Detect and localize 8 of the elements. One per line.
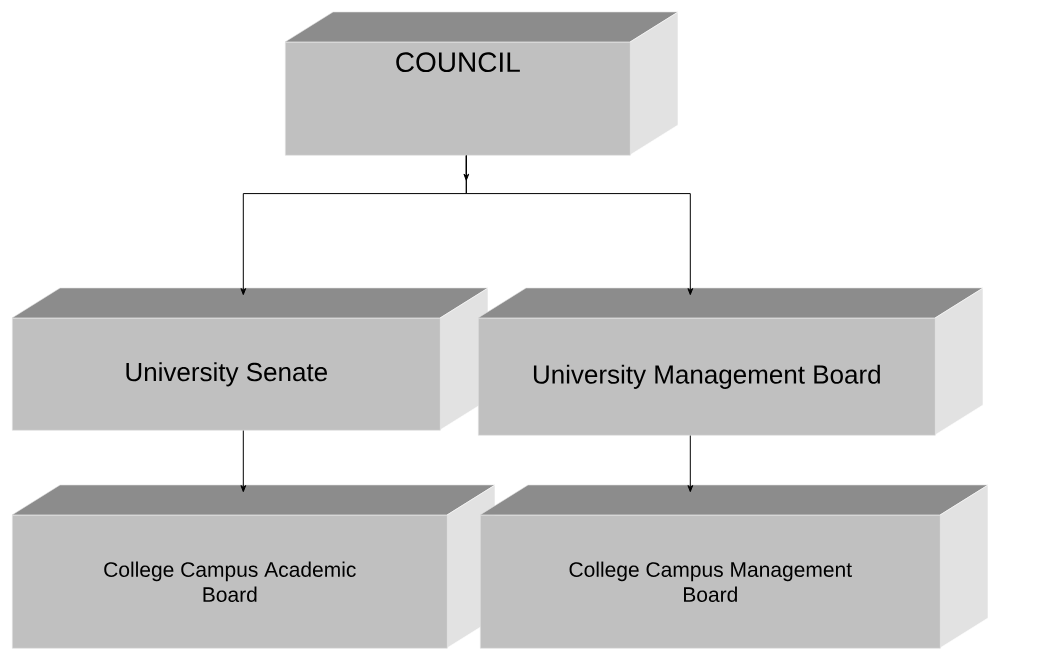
- arrow: [465, 155, 694, 296]
- box-3d: University Management Board: [477, 287, 984, 436]
- arrow: [240, 430, 247, 493]
- box-3d: University Senate: [11, 287, 489, 431]
- box-3d: College Campus Academic Board: [11, 484, 496, 649]
- box-3d: COUNCIL: [284, 11, 679, 156]
- arrow: [687, 435, 694, 493]
- box-3d: College Campus Management Board: [479, 484, 989, 649]
